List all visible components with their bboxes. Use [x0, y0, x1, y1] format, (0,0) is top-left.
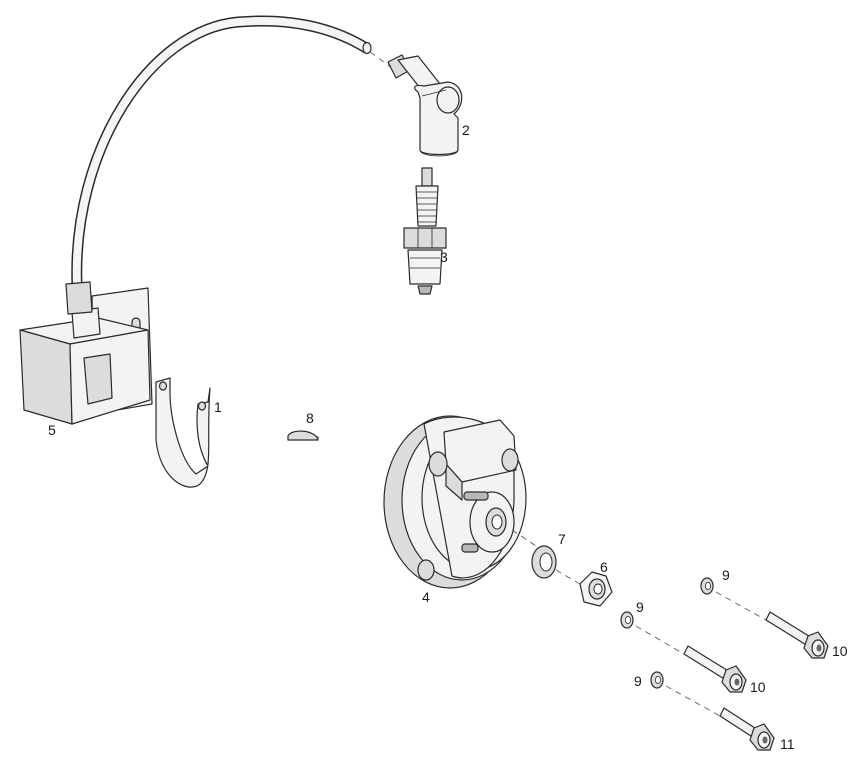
callout-3: 3: [440, 249, 448, 265]
assembly-line-bolt-lower: [665, 685, 721, 717]
callout-6: 6: [600, 559, 608, 575]
washer: [531, 545, 557, 579]
callout-4: 4: [422, 589, 430, 605]
assembly-line-bolt-middle: [635, 625, 685, 655]
bolt-upper: [765, 611, 829, 659]
ignition-coil: [19, 281, 153, 425]
callout-2: 2: [462, 122, 470, 138]
bolt-lower: [719, 707, 775, 751]
callout-1: 1: [214, 399, 222, 415]
spark-plug-cap: [387, 54, 463, 157]
callout-10-upper: 10: [832, 643, 848, 659]
spark-plug: [403, 167, 447, 295]
assembly-line-bolt-upper: [715, 591, 767, 621]
woodruff-key: [287, 430, 319, 441]
callout-8: 8: [306, 410, 314, 426]
callout-9-lower: 9: [634, 673, 642, 689]
small-washer-upper: [700, 577, 714, 595]
nut: [579, 571, 613, 607]
assembly-line-nut: [555, 569, 581, 585]
ht-lead: [71, 15, 372, 291]
assembly-line-crank: [511, 529, 537, 547]
callout-7: 7: [558, 531, 566, 547]
small-washer-middle: [620, 611, 634, 629]
callout-9-upper: 9: [722, 567, 730, 583]
callout-9-middle: 9: [636, 599, 644, 615]
small-washer-lower: [650, 671, 664, 689]
stator-plate: [383, 415, 527, 589]
assembly-line-lead: [369, 51, 393, 69]
bolt-middle: [683, 645, 747, 693]
callout-5: 5: [48, 422, 56, 438]
callout-10-middle: 10: [750, 679, 766, 695]
callout-11: 11: [780, 736, 795, 752]
coil-bracket: [155, 377, 211, 488]
